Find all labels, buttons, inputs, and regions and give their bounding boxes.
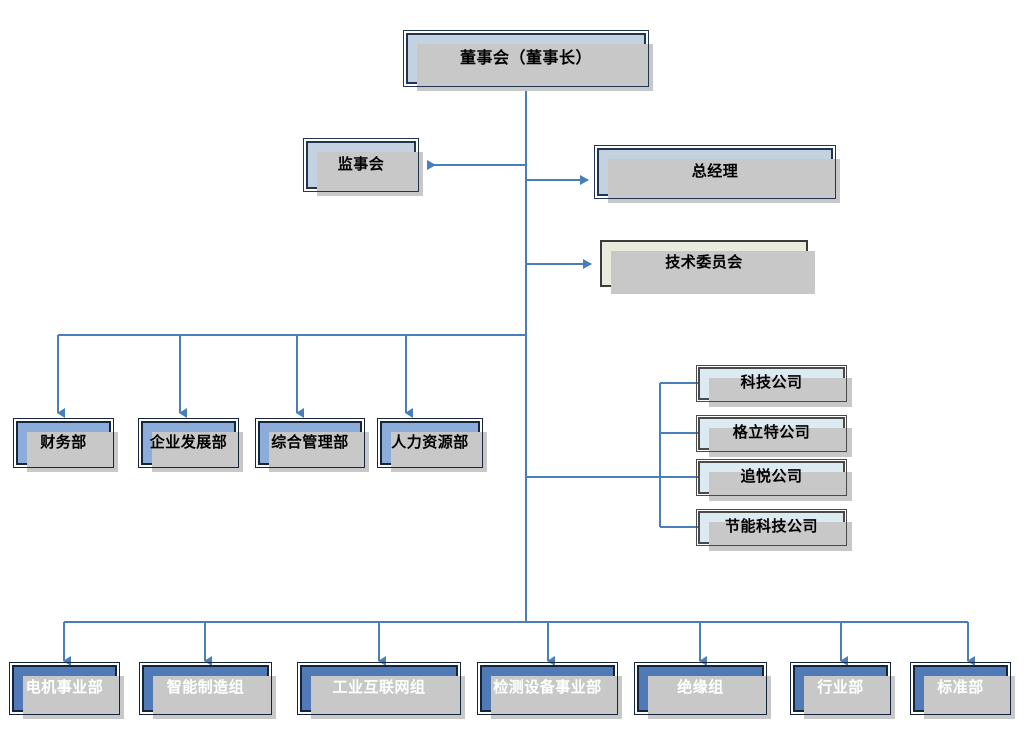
node-label: 格立特公司 [732,424,811,442]
node-testing-equipment-business-unit[interactable]: 检测设备事业部 [477,662,622,719]
node-label: 监事会 [337,155,385,173]
node-insulation-group[interactable]: 绝缘组 [634,662,771,719]
node-label: 财务部 [40,433,87,451]
node-label: 综合管理部 [271,433,349,451]
node-general-manager[interactable]: 总经理 [594,145,840,203]
node-technology-company[interactable]: 科技公司 [696,365,852,407]
node-technical-committee[interactable]: 技术委员会 [600,240,815,294]
node-label: 标准部 [937,679,984,697]
node-label: 电机事业部 [25,679,104,697]
node-industrial-internet-group[interactable]: 工业互联网组 [297,662,465,719]
node-label: 董事会（董事长） [459,49,592,67]
node-intelligent-manufacturing-group[interactable]: 智能制造组 [139,662,276,719]
node-board-of-directors[interactable]: 董事会（董事长） [403,30,653,91]
node-industry-department[interactable]: 行业部 [790,662,895,719]
node-label: 追悦公司 [740,468,803,486]
node-label: 行业部 [817,679,864,697]
node-label: 检测设备事业部 [493,679,602,697]
node-supervisory-board[interactable]: 监事会 [303,138,423,196]
node-label: 科技公司 [740,374,803,392]
node-standards-department[interactable]: 标准部 [910,662,1015,719]
node-finance-department[interactable]: 财务部 [13,418,118,472]
node-label: 技术委员会 [665,254,743,272]
node-motor-business-unit[interactable]: 电机事业部 [9,662,124,719]
node-gelite-company[interactable]: 格立特公司 [696,415,852,457]
node-label: 企业发展部 [149,433,228,451]
node-label: 绝缘组 [677,679,724,697]
node-label: 工业互联网组 [332,679,426,697]
node-label: 总经理 [691,162,739,180]
node-human-resources-department[interactable]: 人力资源部 [377,418,487,472]
node-label: 智能制造组 [166,679,245,697]
node-general-management-department[interactable]: 综合管理部 [255,418,369,472]
node-label: 节能科技公司 [724,518,818,536]
node-label: 人力资源部 [391,433,469,451]
node-enterprise-development-department[interactable]: 企业发展部 [138,418,243,472]
node-zhuiyue-company[interactable]: 追悦公司 [696,459,852,501]
node-energy-saving-technology-company[interactable]: 节能科技公司 [696,509,852,551]
